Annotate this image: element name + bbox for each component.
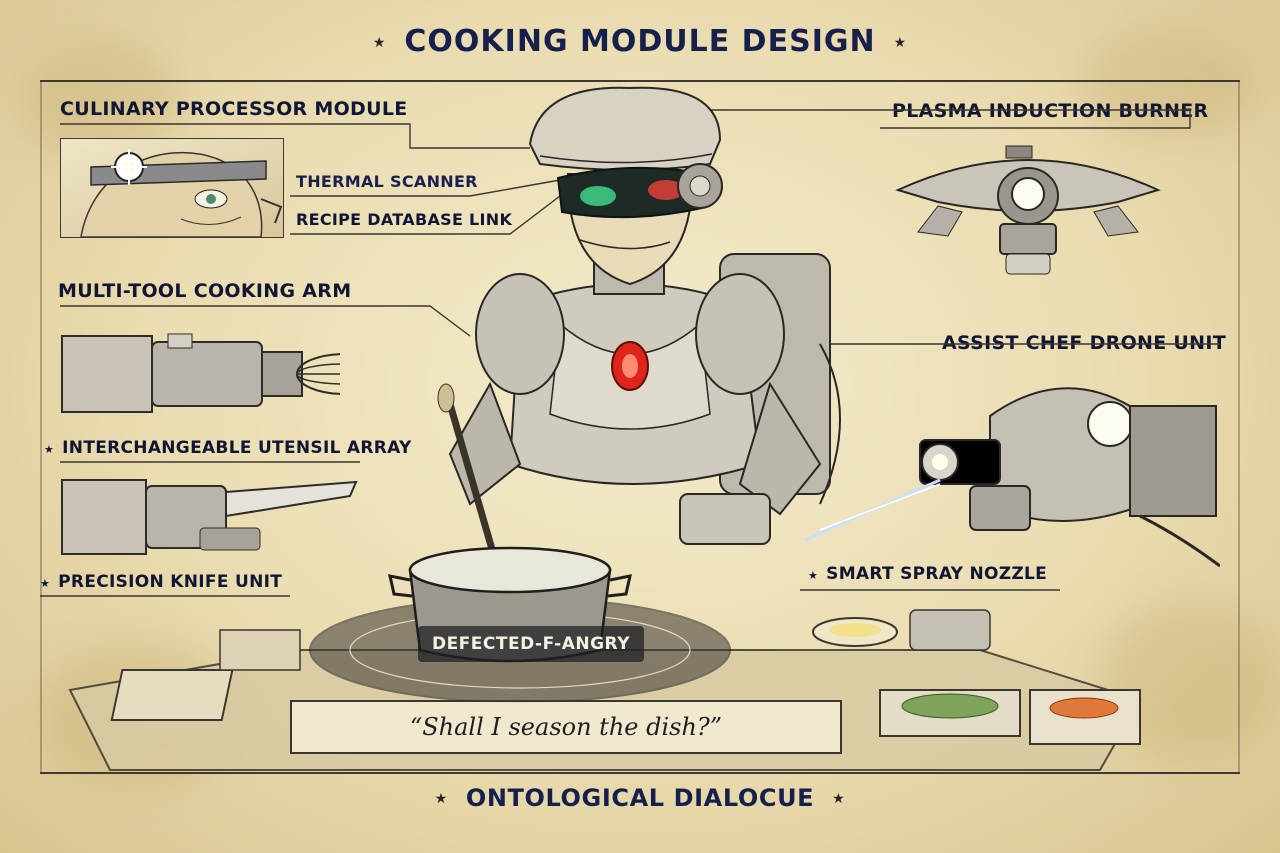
frame-top-line (40, 80, 1240, 82)
label-utensil-array: ★ INTERCHANGEABLE UTENSIL ARRAY (44, 438, 412, 458)
label-utensil-array-text: INTERCHANGEABLE UTENSIL ARRAY (62, 438, 412, 458)
label-recipe-database: RECIPE DATABASE LINK (296, 210, 513, 229)
pot-tag: DEFECTED-F-ANGRY (418, 626, 644, 662)
dialogue-box: “Shall I season the dish?” (290, 700, 842, 754)
star-icon: ★ (808, 569, 819, 582)
whisk-arm-sketch (61, 333, 340, 413)
star-icon: ★ (893, 34, 908, 51)
label-assist-drone: ASSIST CHEF DRONE UNIT (942, 332, 1226, 354)
assist-drone-sketch (919, 387, 1220, 568)
star-icon: ★ (832, 791, 846, 807)
label-spray-nozzle: ★ SMART SPRAY NOZZLE (808, 564, 1047, 584)
footer-title: ★ ONTOLOGICAL DIALOCUE ★ (0, 784, 1280, 812)
face-closeup-panel (60, 138, 284, 238)
label-precision-knife-text: PRECISION KNIFE UNIT (58, 572, 283, 592)
dialogue-text: “Shall I season the dish?” (409, 713, 723, 741)
whisk-arm-panel (60, 322, 340, 424)
label-precision-knife: ★ PRECISION KNIFE UNIT (40, 572, 282, 592)
knife-arm-sketch (61, 479, 358, 555)
knife-arm-panel (60, 472, 360, 562)
star-icon: ★ (372, 34, 387, 51)
star-icon: ★ (40, 577, 51, 590)
label-multi-tool-arm: MULTI-TOOL COOKING ARM (58, 280, 352, 302)
label-thermal-scanner: THERMAL SCANNER (296, 172, 478, 191)
frame-bottom-line (40, 772, 1240, 774)
label-spray-nozzle-text: SMART SPRAY NOZZLE (826, 564, 1048, 584)
spray-beam (804, 478, 941, 542)
title-text: COOKING MODULE DESIGN (404, 24, 876, 59)
frame-left-line (40, 80, 42, 772)
page-title: ★ COOKING MODULE DESIGN ★ (0, 24, 1280, 59)
pot-tag-text: DEFECTED-F-ANGRY (431, 634, 631, 654)
face-closeup-sketch (80, 149, 283, 237)
kitchen-counter (68, 546, 1142, 771)
burner-drone-sketch (895, 145, 1161, 275)
label-plasma-burner: PLASMA INDUCTION BURNER (892, 100, 1209, 122)
frame-right-line (1238, 80, 1240, 772)
label-culinary-processor: CULINARY PROCESSOR MODULE (60, 98, 408, 120)
footer-text: ONTOLOGICAL DIALOCUE (465, 784, 815, 812)
star-icon: ★ (44, 443, 55, 456)
star-icon: ★ (434, 791, 448, 807)
robot-chef-illustration (437, 86, 841, 571)
